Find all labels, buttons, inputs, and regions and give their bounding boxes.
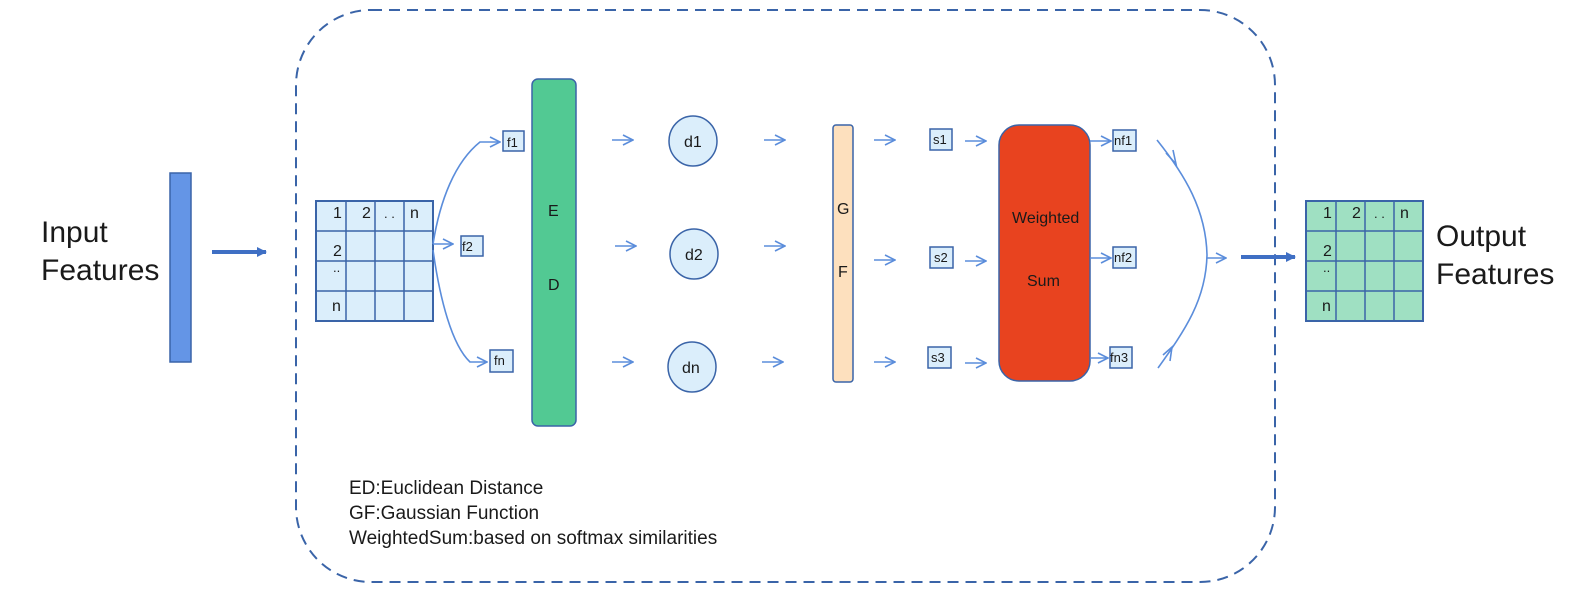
weighted-sum-label-line1: Weighted xyxy=(1012,210,1079,227)
input-matrix-row-2: 2 xyxy=(333,243,342,260)
input-features-label-line1: Input xyxy=(41,216,108,249)
weighted-sum-block xyxy=(998,124,1091,382)
distance-circle-d1 xyxy=(668,115,718,167)
output-matrix xyxy=(1305,200,1424,322)
output-matrix-header-1: 1 xyxy=(1323,205,1332,222)
output-features-label-line1: Output xyxy=(1436,220,1527,253)
weighted-sum-label-line2: Sum xyxy=(1027,273,1060,290)
new-feature-box-nf2 xyxy=(1112,246,1137,269)
gf-block-letter-f: F xyxy=(838,264,848,281)
ed-block-letter-d: D xyxy=(548,277,560,294)
distance-label-d1: d1 xyxy=(684,134,702,151)
gf-block-letter-g: G xyxy=(837,201,849,218)
distance-circle-d2 xyxy=(669,228,719,280)
output-matrix-row-dots: .. xyxy=(1323,260,1330,275)
similarity-box-s2 xyxy=(929,246,954,269)
gaussian-function-block xyxy=(832,124,854,383)
merge-curve-top xyxy=(1156,139,1208,256)
feature-box-f1 xyxy=(502,130,525,152)
merge-tick-bottom xyxy=(1162,344,1174,362)
distance-label-d2: d2 xyxy=(685,247,703,264)
split-curve-top xyxy=(432,142,500,245)
input-matrix-header-2: 2 xyxy=(362,205,371,222)
similarity-label-s1: s1 xyxy=(933,132,947,147)
input-feature-bar xyxy=(169,172,192,363)
feature-label-fn: fn xyxy=(494,353,505,368)
legend-gf: GF:Gaussian Function xyxy=(349,503,539,524)
split-curve-bottom xyxy=(432,249,487,362)
module-container xyxy=(295,9,1276,583)
output-matrix-header-dots: . . xyxy=(1374,206,1385,221)
output-matrix-row-2: 2 xyxy=(1323,243,1332,260)
distance-label-dn: dn xyxy=(682,360,700,377)
output-matrix-header-n: n xyxy=(1400,205,1409,222)
new-feature-box-nf1 xyxy=(1112,129,1137,152)
legend-ed: ED:Euclidean Distance xyxy=(349,478,543,499)
new-feature-label-fn3: fn3 xyxy=(1110,350,1128,365)
input-matrix xyxy=(315,200,434,322)
similarity-label-s3: s3 xyxy=(931,350,945,365)
input-matrix-header-n: n xyxy=(410,205,419,222)
feature-box-fn xyxy=(489,349,514,373)
ed-block-letter-e: E xyxy=(548,203,559,220)
new-feature-label-nf1: nf1 xyxy=(1114,133,1132,148)
new-feature-box-fn3 xyxy=(1109,346,1133,369)
legend-weighted-sum: WeightedSum:based on softmax similaritie… xyxy=(349,528,717,549)
new-feature-label-nf2: nf2 xyxy=(1114,250,1132,265)
similarity-box-s3 xyxy=(927,346,952,369)
similarity-label-s2: s2 xyxy=(934,250,948,265)
input-features-label-line2: Features xyxy=(41,254,159,287)
feature-label-f1: f1 xyxy=(507,135,518,150)
distance-circle-dn xyxy=(667,341,717,393)
euclidean-distance-block xyxy=(531,78,577,427)
feature-box-f2 xyxy=(460,235,484,257)
input-matrix-row-n: n xyxy=(332,298,341,315)
output-features-label-line2: Features xyxy=(1436,258,1554,291)
input-matrix-header-1: 1 xyxy=(333,205,342,222)
feature-label-f2: f2 xyxy=(462,239,473,254)
similarity-box-s1 xyxy=(929,128,953,151)
merge-curve-bottom xyxy=(1157,254,1208,369)
input-matrix-row-dots: .. xyxy=(333,260,340,275)
input-matrix-header-dots: . . xyxy=(384,206,395,221)
output-matrix-row-n: n xyxy=(1322,298,1331,315)
output-matrix-header-2: 2 xyxy=(1352,205,1361,222)
merge-tick-top xyxy=(1165,149,1178,167)
